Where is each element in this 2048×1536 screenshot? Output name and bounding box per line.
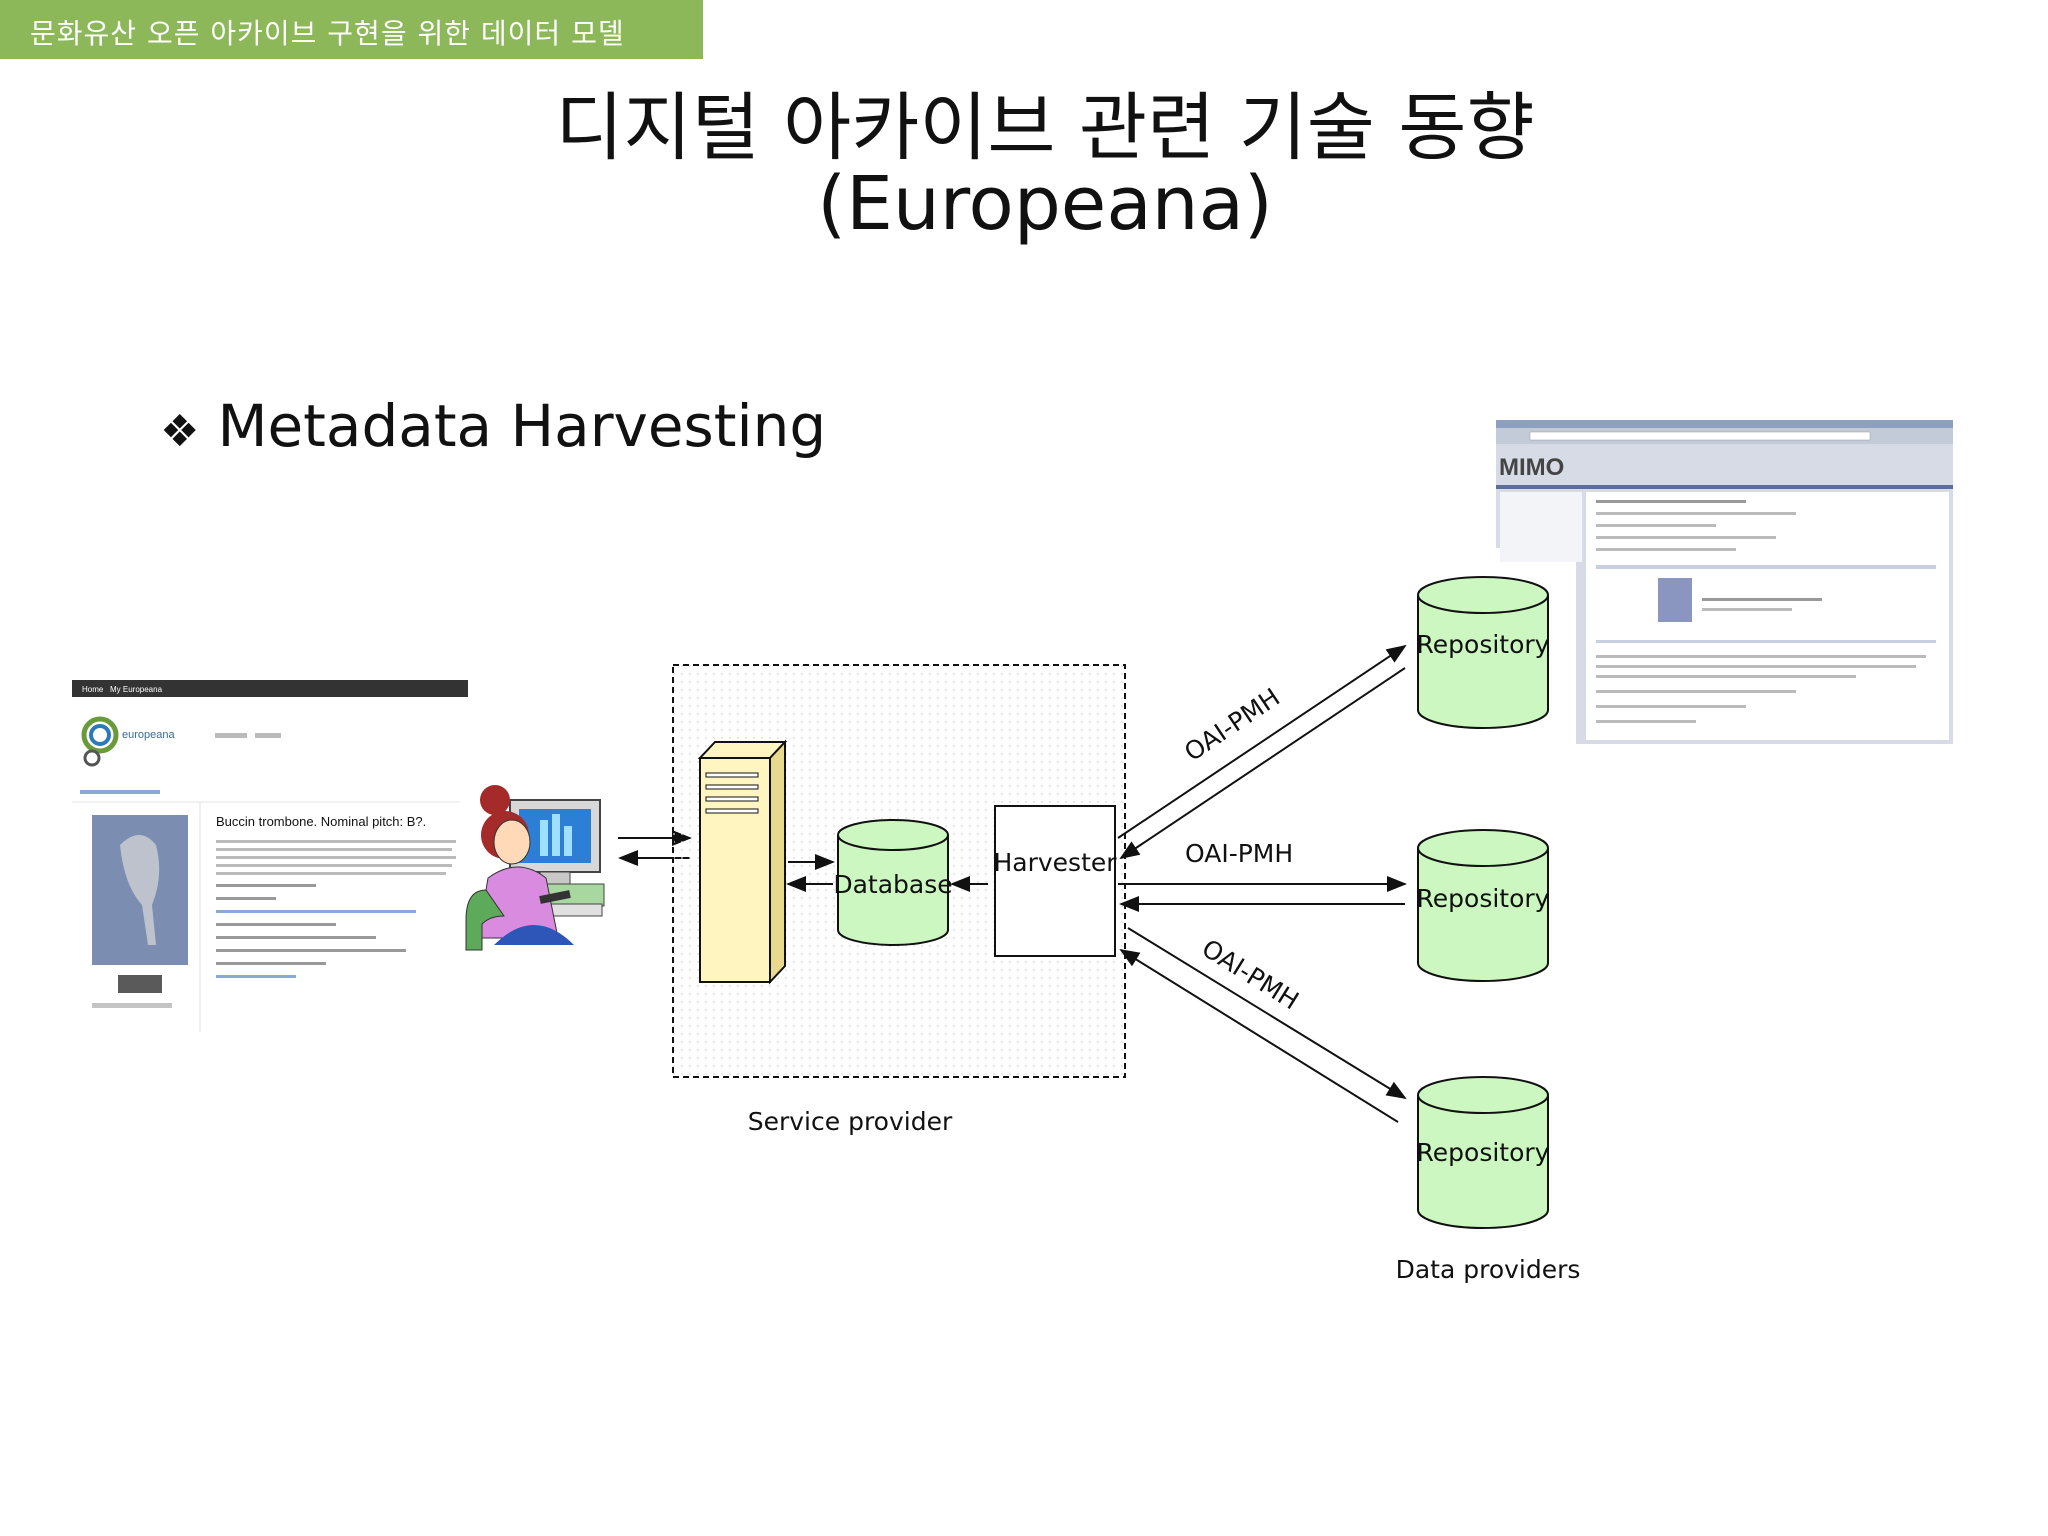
diamond-bullet-icon: ❖ xyxy=(160,406,200,457)
harvester-label: Harvester xyxy=(993,848,1117,877)
request-arrow-top xyxy=(1117,644,1407,839)
repository-cylinder-middle xyxy=(1417,829,1549,982)
repository-label-bottom: Repository xyxy=(1417,1138,1550,1167)
database-label: Database xyxy=(833,870,952,899)
mimo-item-photo xyxy=(1658,578,1692,622)
bullet-text: Metadata Harvesting xyxy=(217,392,827,460)
item-title: Buccin trombone. Nominal pitch: B?. xyxy=(216,814,426,829)
bullet-item: ❖ Metadata Harvesting xyxy=(160,392,826,460)
response-arrow-bottom xyxy=(1119,948,1399,1123)
nav-my-europeana: My Europeana xyxy=(110,685,163,694)
service-provider-label: Service provider xyxy=(748,1107,953,1136)
nav-home: Home xyxy=(82,685,104,694)
server-icon xyxy=(697,739,788,985)
mimo-screenshot: MIMO xyxy=(1496,420,1953,744)
harvester-box xyxy=(994,805,1116,957)
repository-label-middle: Repository xyxy=(1417,884,1550,913)
repository-label-top: Repository xyxy=(1417,630,1550,659)
protocol-label-top: OAI-PMH xyxy=(1179,682,1285,767)
protocol-label-middle: OAI-PMH xyxy=(1185,839,1293,868)
europeana-screenshot: Home My Europeana europeana Buccin tromb… xyxy=(72,680,468,1034)
response-arrow-top xyxy=(1119,667,1406,860)
database-cylinder xyxy=(837,819,949,946)
repository-cylinder-bottom xyxy=(1417,1076,1549,1229)
repository-cylinder-top xyxy=(1417,576,1549,729)
europeana-logo-icon xyxy=(81,716,119,767)
europeana-logo-text: europeana xyxy=(122,729,175,741)
slide-title-line2: (Europeana) xyxy=(817,161,1273,247)
header-bar: 문화유산 오픈 아카이브 구현을 위한 데이터 모델 xyxy=(0,0,703,59)
request-arrow-bottom xyxy=(1127,927,1407,1100)
header-label: 문화유산 오픈 아카이브 구현을 위한 데이터 모델 xyxy=(30,17,625,50)
data-providers-label: Data providers xyxy=(1396,1255,1581,1284)
europeana-nav-bar xyxy=(72,680,468,697)
slide-title-line1: 디지털 아카이브 관련 기술 동향 xyxy=(555,85,1535,171)
mimo-logo-text: MIMO xyxy=(1499,454,1564,481)
user-at-computer-icon xyxy=(465,785,605,951)
